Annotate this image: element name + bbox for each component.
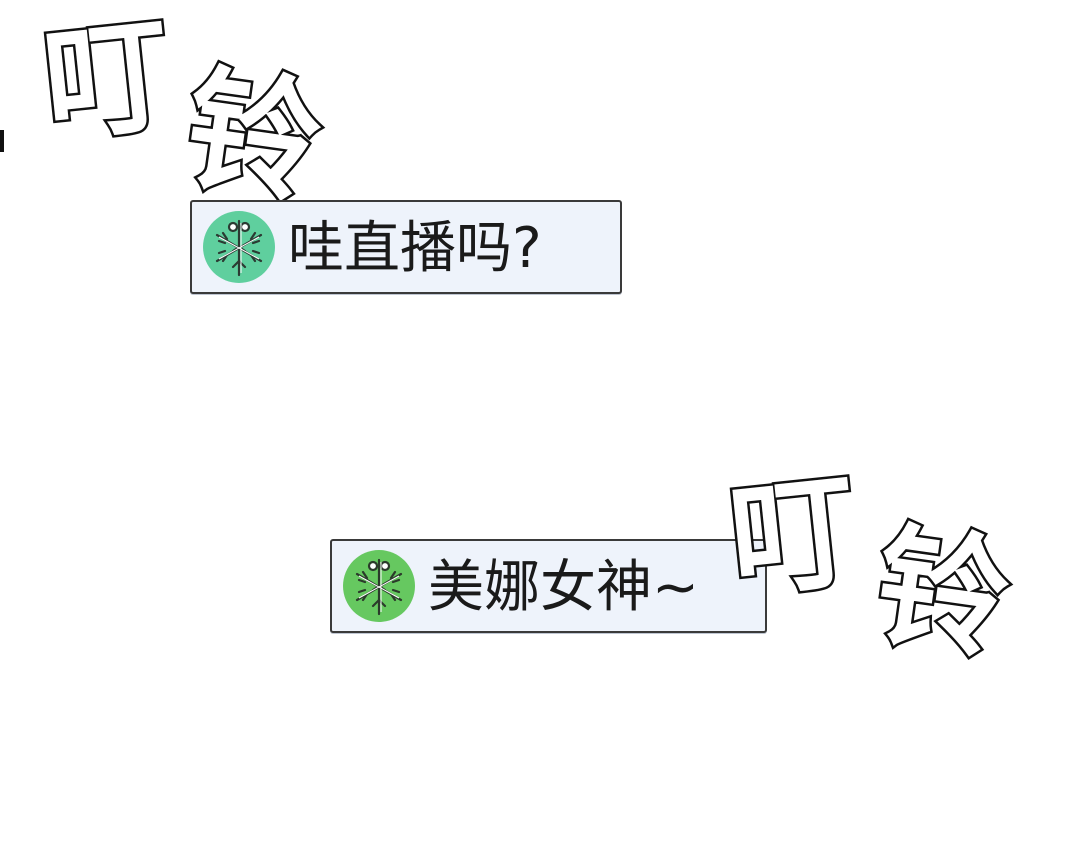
sfx-ding-bottom: 叮	[720, 454, 866, 618]
snowflake-avatar-icon	[203, 211, 275, 283]
chat-message-text: 美娜女神~	[428, 555, 699, 620]
chat-message-1: 哇直播吗?	[190, 200, 622, 294]
edge-fragment	[0, 130, 4, 152]
snowflake-avatar-icon	[343, 550, 415, 622]
sfx-ding-top: 叮	[34, 0, 180, 163]
chat-message-text: 哇直播吗?	[288, 216, 542, 281]
sfx-ling-top: 铃	[173, 48, 332, 226]
chat-message-2: 美娜女神~	[330, 539, 767, 633]
sfx-ling-bottom: 铃	[863, 506, 1020, 682]
